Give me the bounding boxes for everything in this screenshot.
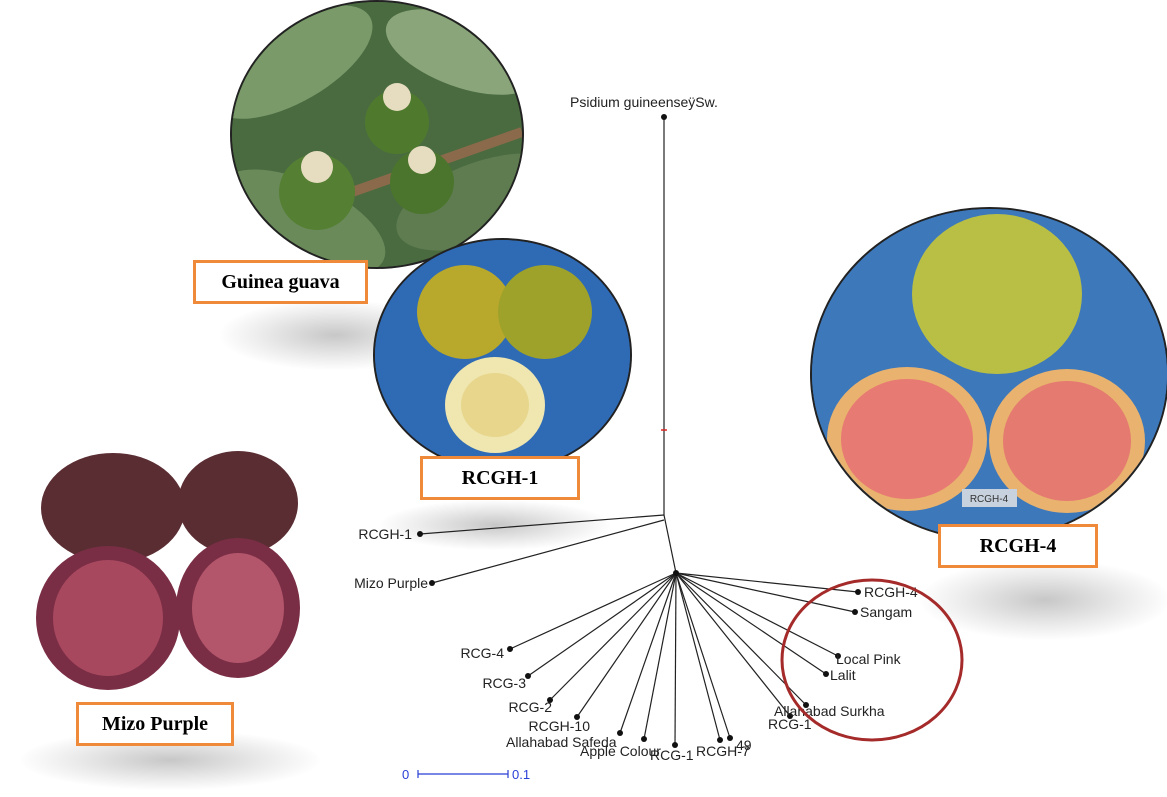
branch-rcg4 [510, 573, 676, 649]
node-allsafeda [617, 730, 623, 736]
root-label: Psidium guineenseÿSw. [570, 94, 718, 110]
branch-49 [676, 573, 730, 738]
leaf-label-rcg2: RCG-2 [508, 699, 552, 715]
node-root [661, 114, 667, 120]
node-lalit [823, 671, 829, 677]
branch-rcgh10 [577, 573, 676, 717]
leaf-label-rcg1: RCG-1 [650, 747, 694, 763]
inner-branch [664, 515, 676, 573]
leaf-label-localpink: Local Pink [836, 651, 902, 667]
branch-rcg3 [528, 573, 676, 676]
node-rcgh4 [855, 589, 861, 595]
scale-bar: 0 0.1 [402, 767, 530, 782]
leaf-label-mizo: Mizo Purple [354, 575, 428, 591]
node-mizo [429, 580, 435, 586]
leaf-label-rcg4: RCG-4 [460, 645, 504, 661]
branch-allsafeda [620, 573, 676, 733]
branch-rcg2 [550, 573, 676, 700]
node-internal [673, 570, 679, 576]
leaf-label-rcgh10: RCGH-10 [529, 718, 591, 734]
leaf-label-rcgh1: RCGH-1 [358, 526, 412, 542]
branch-mizo [432, 520, 664, 583]
scale-start-label: 0 [402, 767, 409, 782]
leaf-label-sangam: Sangam [860, 604, 912, 620]
node-applecolour [641, 736, 647, 742]
branch-applecolour [644, 573, 676, 739]
node-rcg4 [507, 646, 513, 652]
leaf-label-rcg1b: RCG-1 [768, 716, 812, 732]
node-sangam [852, 609, 858, 615]
branch-rcgh1 [420, 515, 664, 534]
leaf-label-49: 49 [736, 737, 752, 753]
node-rcgh1 [417, 531, 423, 537]
node-49 [727, 735, 733, 741]
branch-localpink [676, 573, 838, 656]
branch-rcg1 [675, 573, 676, 745]
leaf-label-lalit: Lalit [830, 667, 856, 683]
scale-end-label: 0.1 [512, 767, 530, 782]
leaf-label-rcg3: RCG-3 [482, 675, 526, 691]
